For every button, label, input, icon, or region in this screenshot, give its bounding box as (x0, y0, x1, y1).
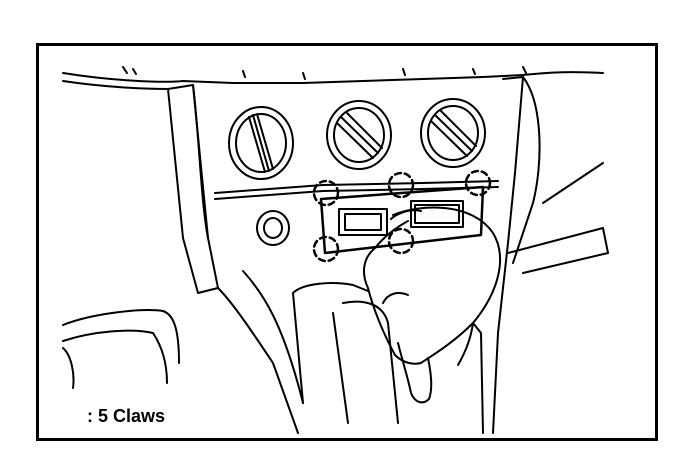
control-knob (256, 210, 290, 246)
dashboard-top-edge (62, 66, 604, 90)
seat-outline (62, 309, 180, 389)
air-vent-center (326, 100, 392, 170)
illustration-frame: : 5 Claws (36, 43, 658, 441)
claw-legend-text: : 5 Claws (87, 406, 166, 426)
center-console-left-pillar (167, 84, 219, 294)
claw-legend: : 5 Claws (87, 406, 165, 427)
air-vent-left (228, 106, 294, 180)
shift-lever-area (292, 282, 433, 424)
dashboard-illustration (62, 66, 609, 434)
center-console-right-pillar (492, 76, 541, 434)
claw-callout (312, 235, 340, 263)
claw-callout (387, 171, 415, 199)
technician-hand (362, 206, 501, 366)
air-vent-right (420, 98, 486, 168)
claw-callout (464, 169, 492, 197)
center-console-lower (217, 162, 609, 434)
vent-panel-lower-edge (214, 180, 499, 194)
claw-callout (387, 227, 415, 255)
claw-callouts (312, 169, 492, 263)
switch-panel (319, 185, 485, 255)
claw-callout (312, 179, 340, 207)
